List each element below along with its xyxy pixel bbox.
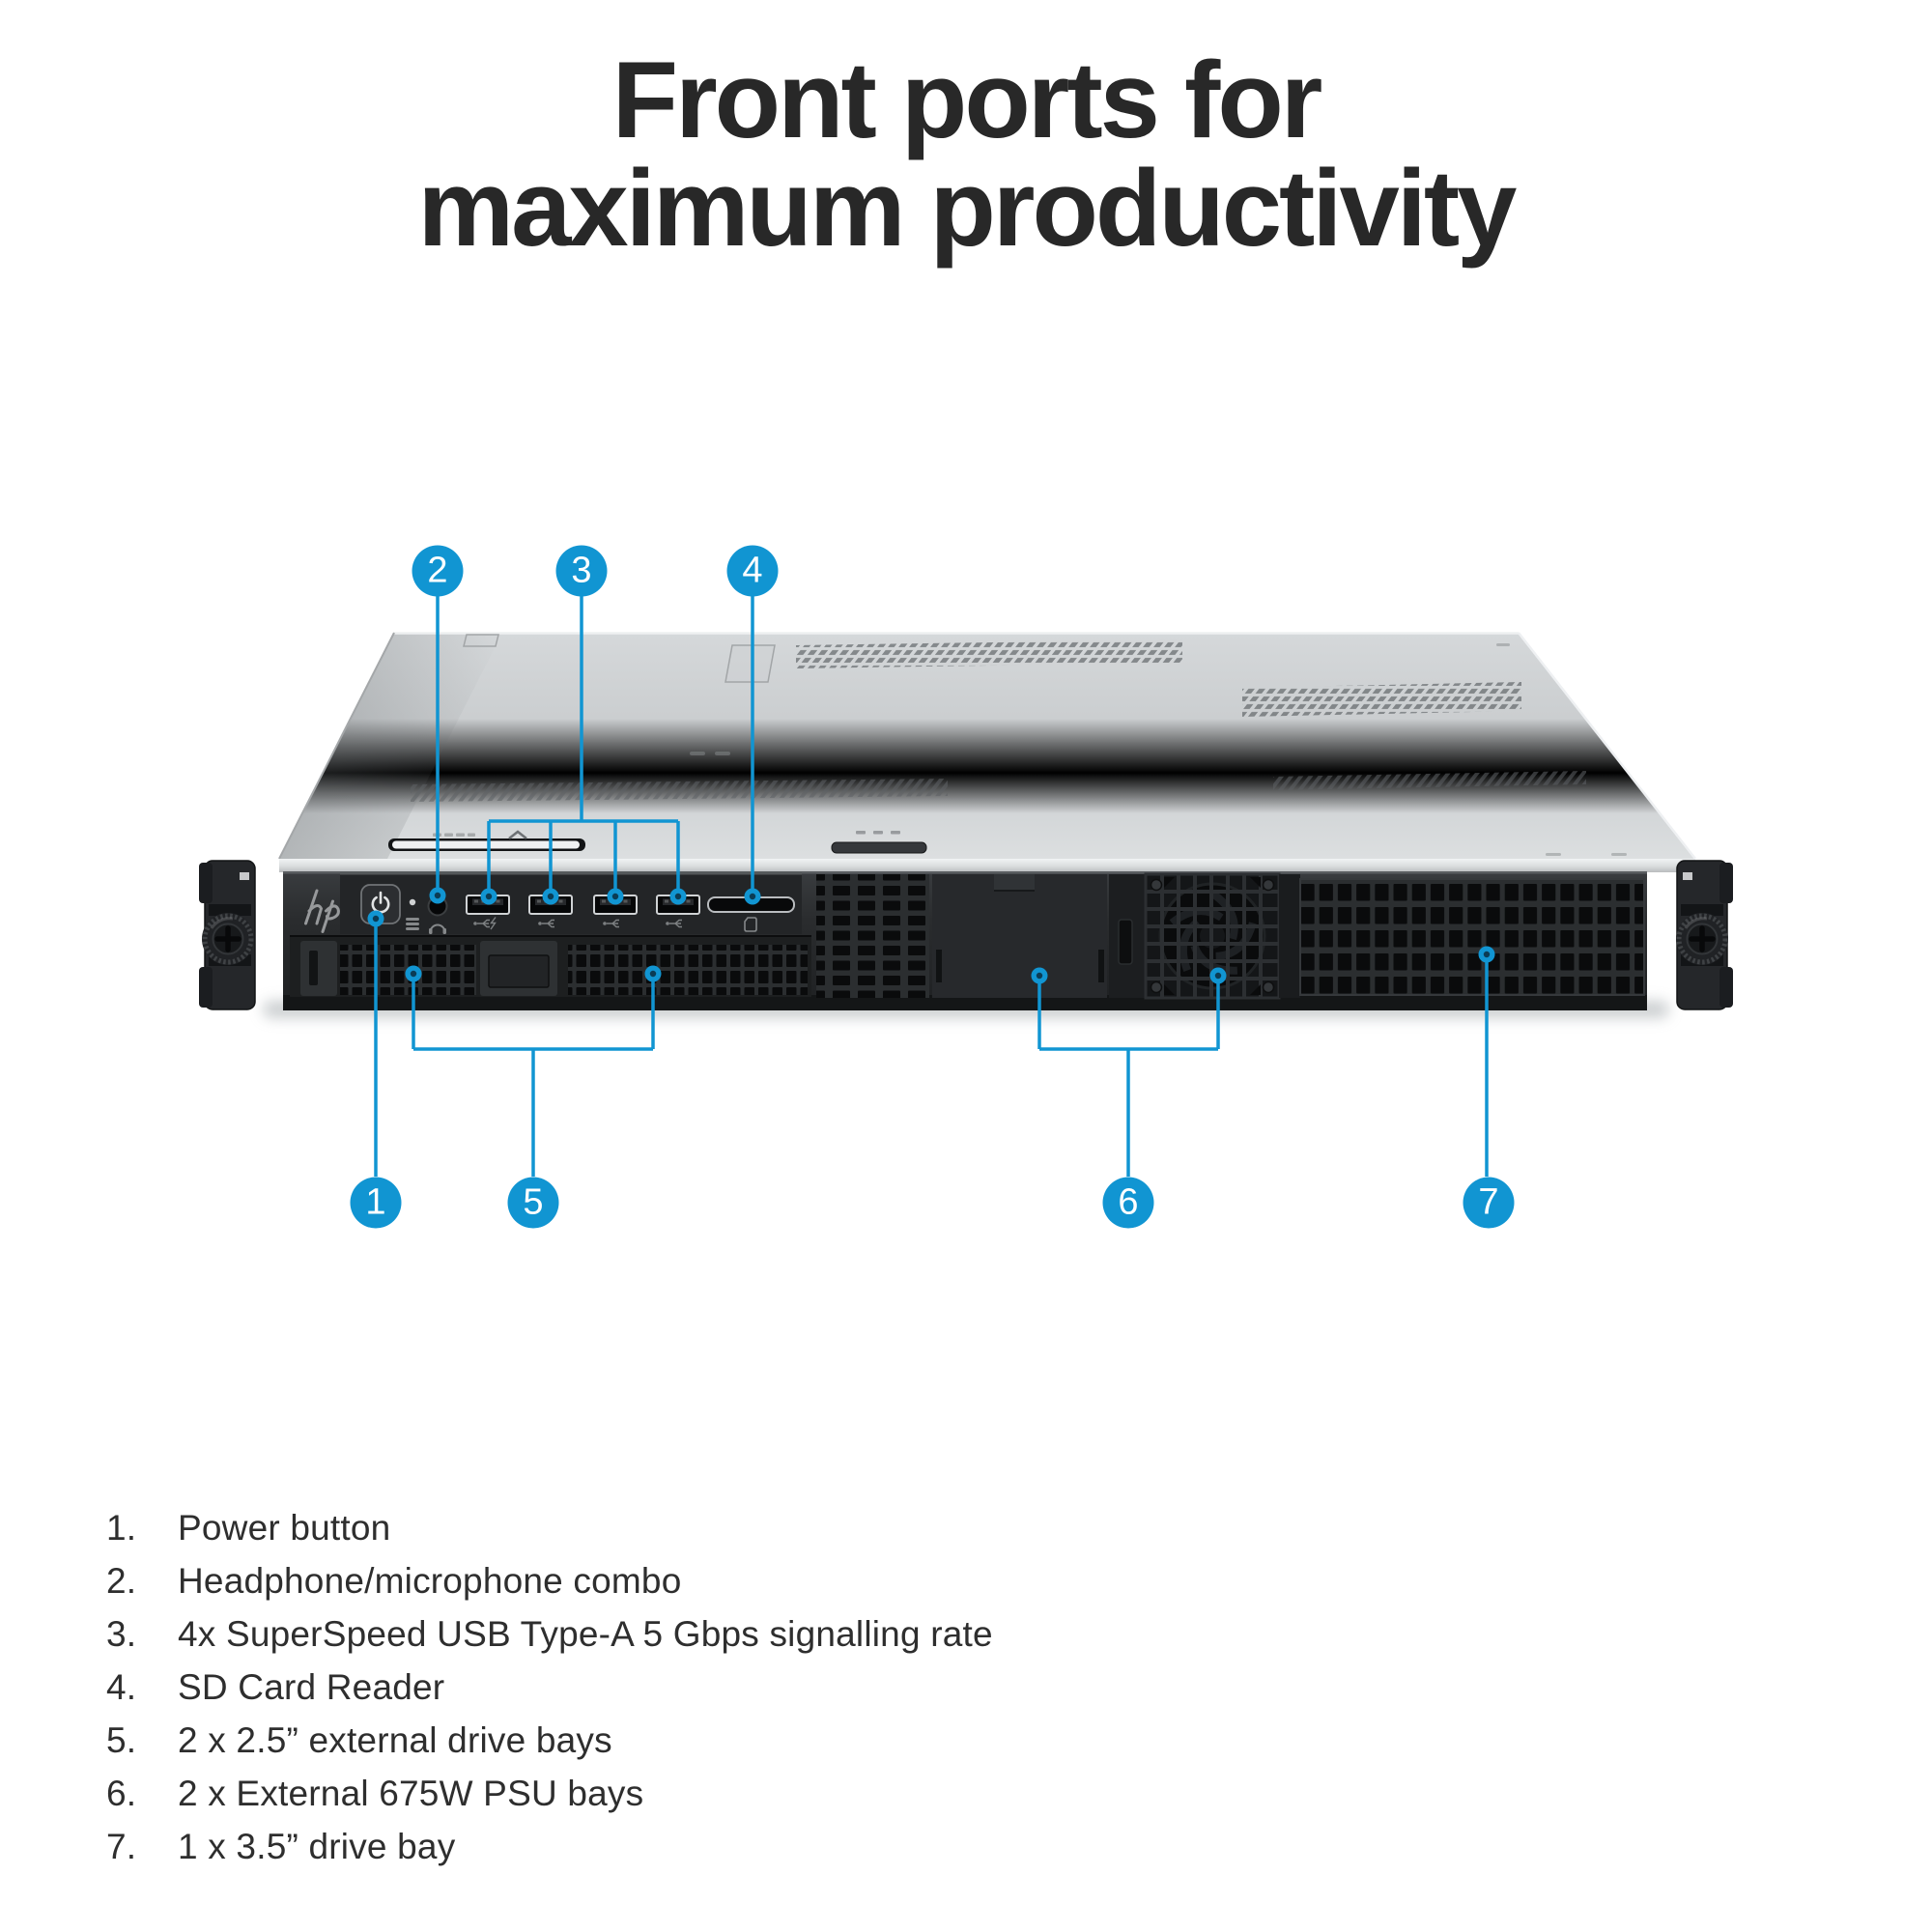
drive-bay-25-right (568, 945, 808, 995)
unlock-arrow-icon (508, 830, 527, 839)
thumbscrew-right (1676, 913, 1728, 965)
bay-divider (1109, 874, 1146, 998)
callout-badge-5: 5 (507, 1177, 559, 1229)
callout-line-3 (487, 596, 680, 896)
usb-superspeed-icon (538, 919, 554, 928)
top-vent-band-right (1273, 771, 1586, 790)
usb-superspeed-icon (603, 919, 619, 928)
legend-num: 4. (106, 1666, 137, 1707)
rack-ear-left (199, 860, 256, 1010)
power-led (409, 898, 416, 906)
top-faint-marks (690, 643, 1627, 856)
page-title-line2: maximum productivity (417, 148, 1518, 269)
fan-corner-screws (1150, 878, 1275, 994)
legend-item-3: 3. 4x SuperSpeed USB Type-A 5 Gbps signa… (106, 1607, 993, 1661)
drive-activity-icon (406, 918, 419, 930)
top-vent-grid-right (1242, 682, 1521, 717)
callout-line-6 (1037, 976, 1220, 1177)
top-tab-sd-marking (724, 644, 776, 683)
chassis-front-lip (279, 859, 1695, 872)
usb-superspeed-charging-icon (473, 917, 497, 930)
legend-item-2: 2. Headphone/microphone combo (106, 1554, 993, 1607)
headphone-icon (429, 923, 446, 934)
callout-badge-3: 3 (555, 545, 608, 597)
hp-logo (304, 889, 340, 933)
psu-bay-blank (932, 874, 1107, 998)
legend-text: 4x SuperSpeed USB Type-A 5 Gbps signalli… (178, 1613, 993, 1654)
legend-item-7: 7. 1 x 3.5” drive bay (106, 1820, 993, 1873)
legend-text: 2 x 2.5” external drive bays (178, 1719, 612, 1760)
legend-text: SD Card Reader (178, 1666, 445, 1707)
usb-superspeed-icon (666, 919, 682, 928)
legend-num: 2. (106, 1560, 137, 1601)
top-tab-small (463, 634, 499, 647)
legend: 1. Power button 2. Headphone/microphone … (106, 1501, 993, 1873)
top-latch-left (388, 838, 585, 851)
callout-badge-1: 1 (350, 1177, 402, 1229)
legend-item-4: 4. SD Card Reader (106, 1661, 993, 1714)
top-vent-grid-back (796, 639, 1182, 668)
front-grille-small (816, 874, 929, 998)
legend-item-5: 5. 2 x 2.5” external drive bays (106, 1714, 993, 1767)
legend-num: 3. (106, 1613, 137, 1654)
legend-text: 1 x 3.5” drive bay (178, 1826, 456, 1866)
top-latch-center (831, 831, 927, 854)
callout-line-5 (412, 974, 655, 1177)
drive-bay-35-grille (1299, 878, 1645, 996)
sd-card-icon (744, 917, 757, 932)
callout-badge-2: 2 (412, 545, 464, 597)
top-vent-band-left (411, 779, 948, 802)
callout-badge-6: 6 (1102, 1177, 1154, 1229)
callout-connectors (374, 596, 1489, 1177)
callout-endpoint-dot-centers (372, 892, 1491, 980)
callout-badge-7: 7 (1463, 1177, 1515, 1229)
rack-ear-right (1676, 860, 1733, 1010)
bay-divider-2 (1279, 874, 1300, 998)
legend-text: Power button (178, 1507, 391, 1548)
legend-num: 7. (106, 1826, 137, 1866)
legend-num: 1. (106, 1507, 137, 1548)
legend-num: 6. (106, 1773, 137, 1813)
page-title-line1: Front ports for (611, 40, 1323, 160)
thumbscrew-left (202, 913, 254, 965)
legend-num: 5. (106, 1719, 137, 1760)
legend-item-1: 1. Power button (106, 1501, 993, 1554)
callout-badge-4: 4 (726, 545, 779, 597)
legend-item-6: 6. 2 x External 675W PSU bays (106, 1767, 993, 1820)
legend-text: Headphone/microphone combo (178, 1560, 682, 1601)
page-title: Front ports for maximum productivity (0, 46, 1932, 263)
legend-text: 2 x External 675W PSU bays (178, 1773, 644, 1813)
top-cover (278, 632, 1696, 860)
